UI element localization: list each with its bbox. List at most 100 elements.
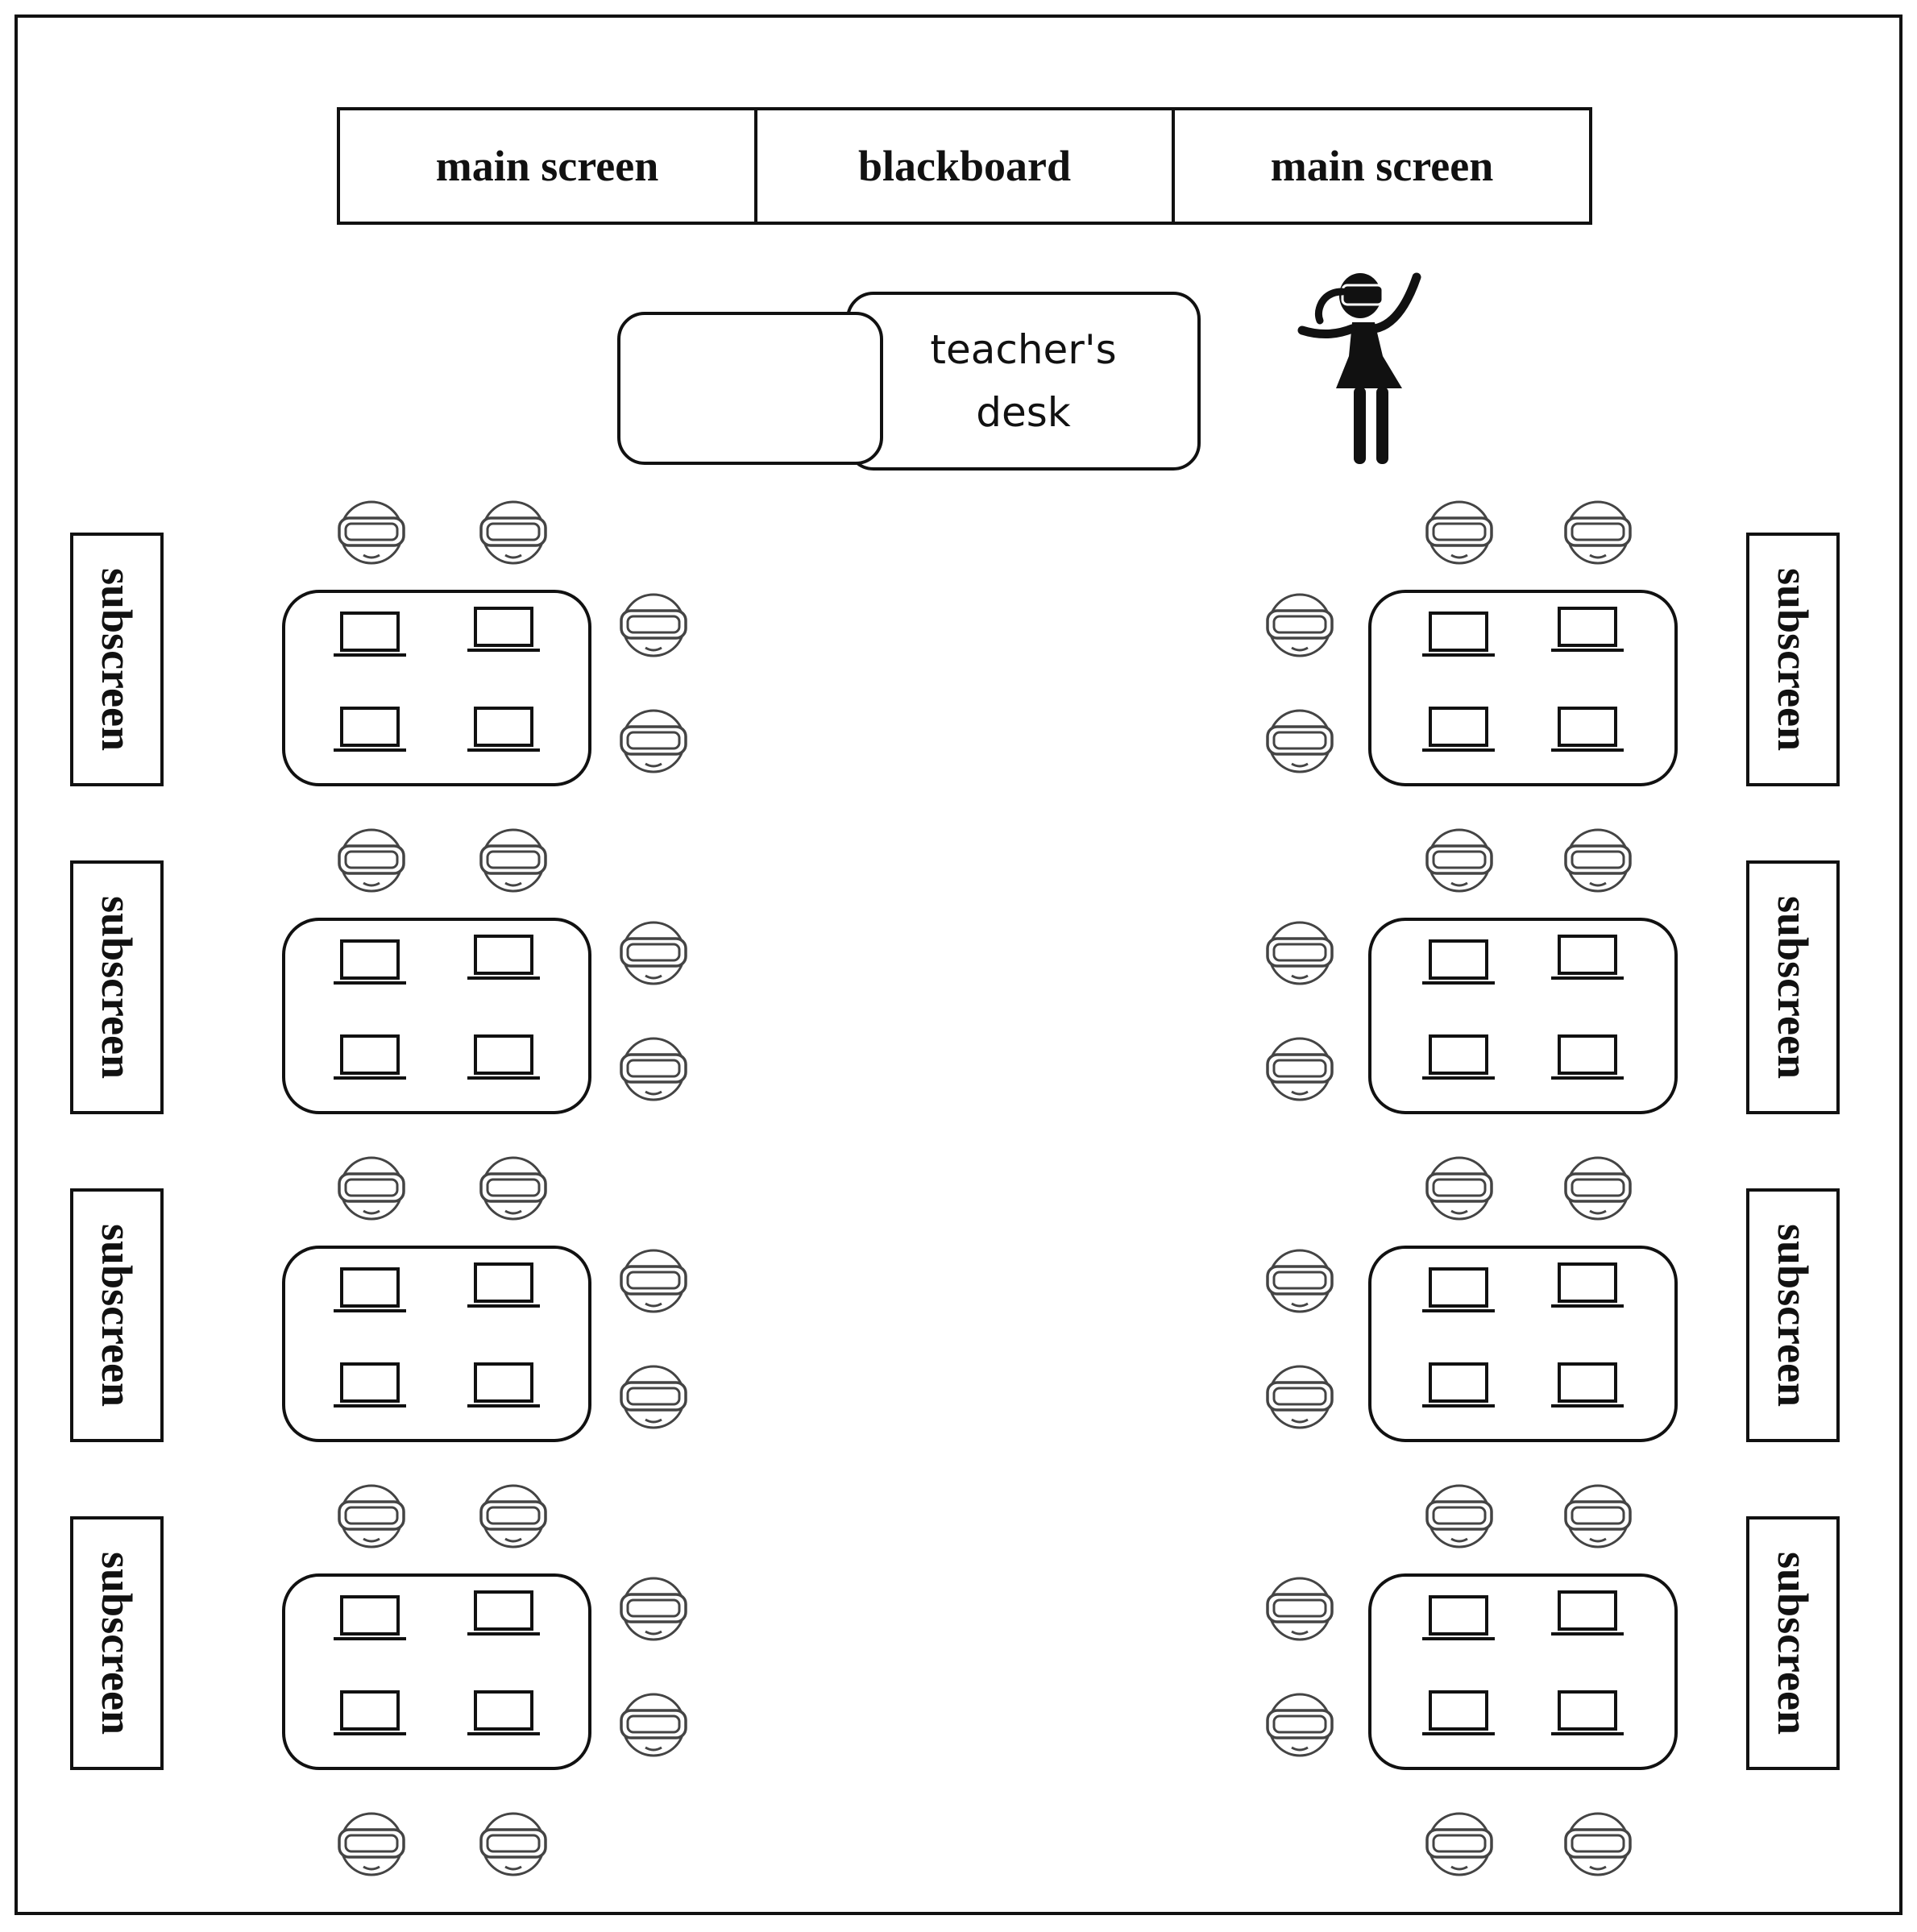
vr-headset-student-icon	[619, 1361, 688, 1433]
vr-headset-student-icon	[479, 1480, 548, 1553]
subscreen-right-3: subscreen	[1746, 1188, 1840, 1442]
laptop-icon	[334, 610, 406, 658]
blackboard: blackboard	[754, 107, 1175, 225]
laptop-icon	[467, 1361, 540, 1409]
vr-headset-student-icon	[619, 705, 688, 777]
group-table-left-3	[282, 1246, 591, 1442]
subscreen-right-2: subscreen	[1746, 860, 1840, 1114]
laptop-icon	[334, 1266, 406, 1314]
vr-headset-student-icon	[1265, 1361, 1334, 1433]
vr-headset-student-icon	[1265, 1245, 1334, 1317]
subscreen-label: subscreen	[93, 567, 141, 752]
laptop-icon	[1551, 1261, 1624, 1309]
vr-headset-student-icon	[337, 1480, 406, 1553]
subscreen-right-4: subscreen	[1746, 1516, 1840, 1770]
group-table-right-3	[1368, 1246, 1678, 1442]
laptop-icon	[1551, 605, 1624, 653]
vr-headset-student-icon	[479, 496, 548, 569]
vr-headset-student-icon	[1563, 496, 1633, 569]
subscreen-right-1: subscreen	[1746, 533, 1840, 786]
vr-headset-student-icon	[1563, 824, 1633, 897]
vr-headset-student-icon	[337, 496, 406, 569]
main-screen-left: main screen	[337, 107, 757, 225]
vr-headset-student-icon	[619, 1245, 688, 1317]
laptop-icon	[467, 605, 540, 653]
vr-headset-student-icon	[1265, 917, 1334, 989]
vr-headset-student-icon	[1563, 1152, 1633, 1225]
group-table-right-2	[1368, 918, 1678, 1114]
group-table-right-4	[1368, 1573, 1678, 1770]
laptop-icon	[1551, 1033, 1624, 1081]
teacher-vr-headset-icon	[1297, 272, 1421, 464]
vr-headset-student-icon	[1425, 1152, 1494, 1225]
laptop-icon	[334, 705, 406, 753]
laptop-icon	[467, 1033, 540, 1081]
vr-headset-student-icon	[1563, 1808, 1633, 1880]
subscreen-left-2: subscreen	[70, 860, 164, 1114]
laptop-icon	[1422, 610, 1495, 658]
laptop-icon	[1422, 705, 1495, 753]
vr-headset-student-icon	[1265, 1689, 1334, 1761]
laptop-icon	[334, 1689, 406, 1737]
vr-headset-student-icon	[619, 1033, 688, 1105]
laptop-icon	[1422, 1033, 1495, 1081]
laptop-icon	[1551, 1689, 1624, 1737]
group-table-left-1	[282, 590, 591, 786]
vr-headset-student-icon	[1265, 589, 1334, 661]
subscreen-left-4: subscreen	[70, 1516, 164, 1770]
laptop-icon	[334, 1033, 406, 1081]
teachers-desk-side	[617, 312, 883, 465]
laptop-icon	[467, 933, 540, 981]
vr-headset-student-icon	[479, 1152, 548, 1225]
vr-headset-student-icon	[1265, 705, 1334, 777]
subscreen-label: subscreen	[1769, 1551, 1817, 1735]
laptop-icon	[334, 1594, 406, 1642]
laptop-icon	[467, 705, 540, 753]
laptop-icon	[1551, 705, 1624, 753]
laptop-icon	[1551, 1361, 1624, 1409]
laptop-icon	[467, 1689, 540, 1737]
vr-headset-student-icon	[1563, 1480, 1633, 1553]
vr-headset-student-icon	[1425, 496, 1494, 569]
laptop-icon	[1422, 1266, 1495, 1314]
classroom-boundary	[15, 15, 1902, 1915]
group-table-right-1	[1368, 590, 1678, 786]
laptop-icon	[1422, 1689, 1495, 1737]
vr-headset-student-icon	[337, 1808, 406, 1880]
laptop-icon	[334, 1361, 406, 1409]
group-table-left-4	[282, 1573, 591, 1770]
vr-headset-student-icon	[337, 1152, 406, 1225]
vr-headset-student-icon	[1425, 1808, 1494, 1880]
vr-headset-student-icon	[619, 917, 688, 989]
subscreen-label: subscreen	[93, 895, 141, 1080]
laptop-icon	[334, 938, 406, 986]
laptop-icon	[1551, 933, 1624, 981]
subscreen-label: subscreen	[1769, 567, 1817, 752]
vr-headset-student-icon	[1425, 824, 1494, 897]
vr-headset-student-icon	[1265, 1033, 1334, 1105]
vr-headset-student-icon	[1265, 1573, 1334, 1645]
group-table-left-2	[282, 918, 591, 1114]
vr-headset-student-icon	[619, 589, 688, 661]
vr-headset-student-icon	[337, 824, 406, 897]
vr-headset-student-icon	[619, 1573, 688, 1645]
teachers-desk: teacher's desk	[846, 292, 1201, 471]
vr-headset-student-icon	[479, 824, 548, 897]
teachers-desk-label: teacher's desk	[930, 326, 1117, 436]
laptop-icon	[1422, 938, 1495, 986]
laptop-icon	[1422, 1594, 1495, 1642]
vr-headset-student-icon	[619, 1689, 688, 1761]
laptop-icon	[467, 1261, 540, 1309]
vr-headset-student-icon	[1425, 1480, 1494, 1553]
subscreen-label: subscreen	[93, 1223, 141, 1408]
vr-headset-student-icon	[479, 1808, 548, 1880]
subscreen-left-1: subscreen	[70, 533, 164, 786]
subscreen-left-3: subscreen	[70, 1188, 164, 1442]
laptop-icon	[1551, 1589, 1624, 1637]
subscreen-label: subscreen	[1769, 895, 1817, 1080]
subscreen-label: subscreen	[1769, 1223, 1817, 1408]
laptop-icon	[1422, 1361, 1495, 1409]
main-screen-right: main screen	[1172, 107, 1592, 225]
laptop-icon	[467, 1589, 540, 1637]
subscreen-label: subscreen	[93, 1551, 141, 1735]
